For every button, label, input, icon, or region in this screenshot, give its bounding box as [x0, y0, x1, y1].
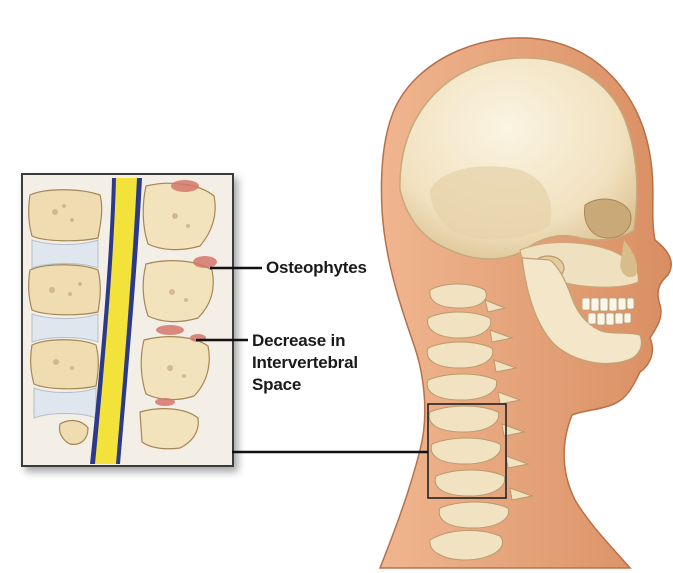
label-osteophytes: Osteophytes — [266, 257, 367, 279]
label-line-3: Space — [252, 374, 358, 396]
label-decrease-intervertebral-space: Decrease in Intervertebral Space — [252, 330, 358, 396]
upper-teeth — [582, 298, 634, 311]
label-line-1: Decrease in — [252, 330, 358, 352]
label-line-2: Intervertebral — [252, 352, 358, 374]
head-illustration — [380, 38, 671, 568]
